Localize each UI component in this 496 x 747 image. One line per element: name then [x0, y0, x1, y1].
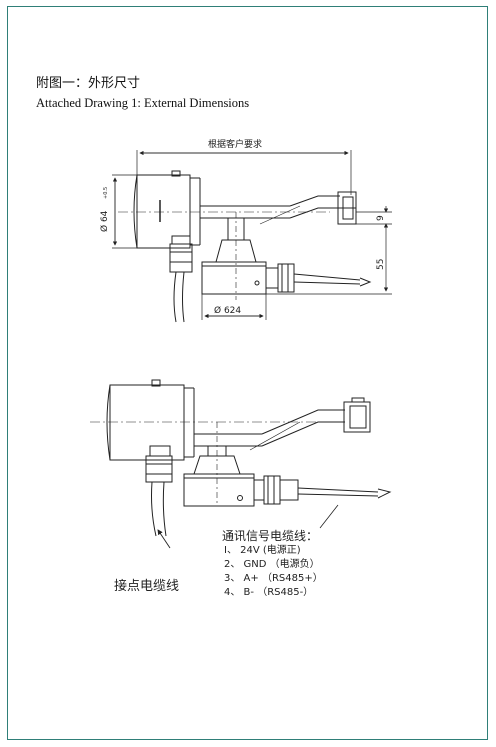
dimension-55: 55 — [376, 259, 386, 270]
heading-chinese: 附图一：外形尺寸 — [36, 76, 141, 91]
cable-line-3: 3、 A+ （RS485+） — [224, 572, 323, 584]
cable-line-2: 2、 GND （电源负） — [224, 557, 320, 570]
dimension-9: 9 — [376, 215, 386, 221]
diameter-body-label: Ø 64 — [99, 210, 110, 232]
drawing-bottom-view — [90, 379, 392, 549]
heading-english: Attached Drawing 1: External Dimensions — [36, 96, 250, 110]
drawing-top-view — [112, 150, 392, 323]
diameter-base-label: Ø 624 — [214, 305, 241, 316]
diameter-tolerance: +0.5 — [103, 187, 109, 199]
page-border — [7, 6, 488, 740]
cable-line-1: I、 24V (电源正) — [224, 543, 301, 556]
contact-cable-label: 接点电缆线 — [114, 578, 179, 594]
cable-title: 通讯信号电缆线： — [222, 529, 318, 543]
length-label: 根据客户要求 — [208, 138, 262, 150]
cable-line-4: 4、 B- （RS485-） — [224, 586, 313, 598]
